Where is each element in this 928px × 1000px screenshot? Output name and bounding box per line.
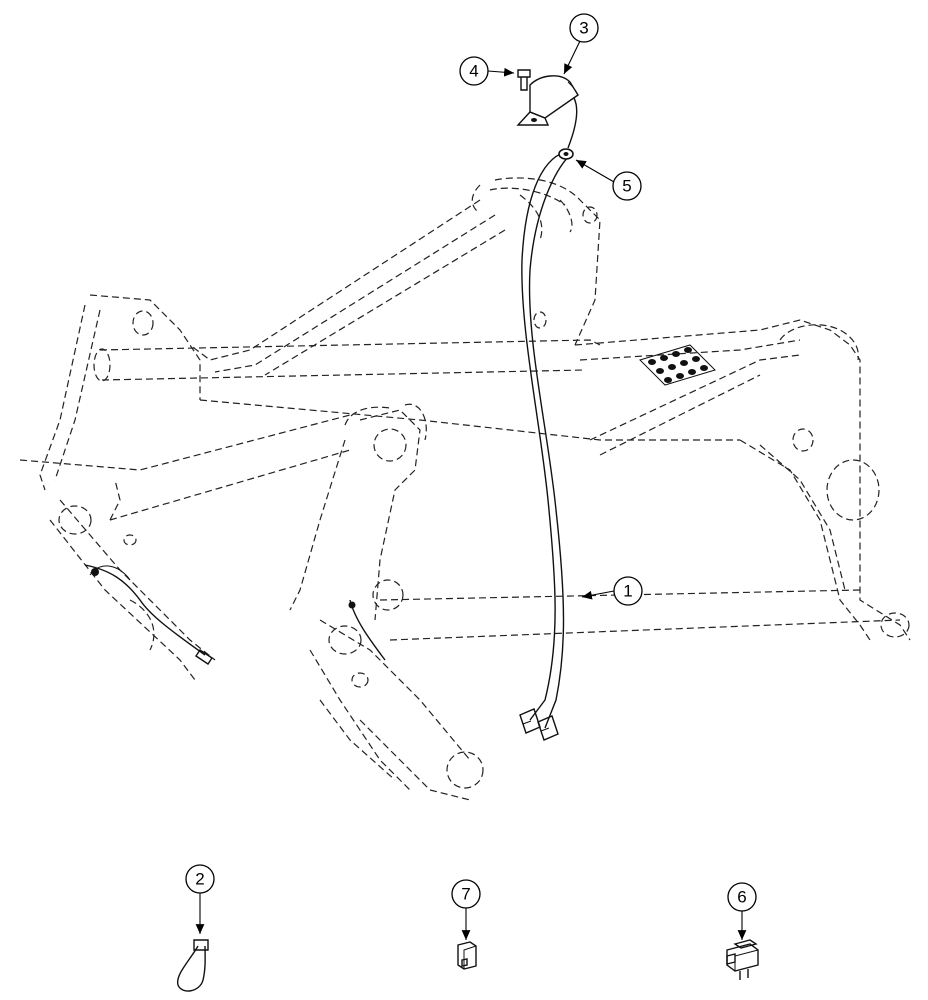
callout-4: 4: [459, 56, 515, 86]
callout-6-label: 6: [737, 888, 746, 907]
wire-harness: [519, 97, 578, 741]
callout-1: 1: [581, 576, 643, 606]
callout-2: 2: [185, 864, 215, 934]
loader-frame: [19, 177, 911, 801]
rocker-switch: [726, 939, 759, 980]
screen-grille: [639, 344, 716, 386]
bolt: [517, 69, 531, 91]
callout-5-label: 5: [622, 177, 631, 196]
callout-3: 3: [563, 13, 599, 75]
callout-5: 5: [575, 159, 642, 201]
callout-7: 7: [451, 879, 481, 940]
callout-2-label: 2: [195, 870, 204, 889]
callout-3-label: 3: [579, 19, 588, 38]
callout-6: 6: [727, 882, 757, 940]
callout-7-label: 7: [461, 885, 470, 904]
callout-4-label: 4: [469, 62, 478, 81]
harness-connectors: [519, 708, 559, 741]
callout-1-label: 1: [623, 582, 632, 601]
left-arm-harness: [84, 564, 213, 665]
mounting-bracket: [516, 75, 579, 126]
cable-tie: [176, 939, 209, 992]
fuse: [457, 941, 477, 970]
center-arm-harness: [348, 599, 386, 661]
